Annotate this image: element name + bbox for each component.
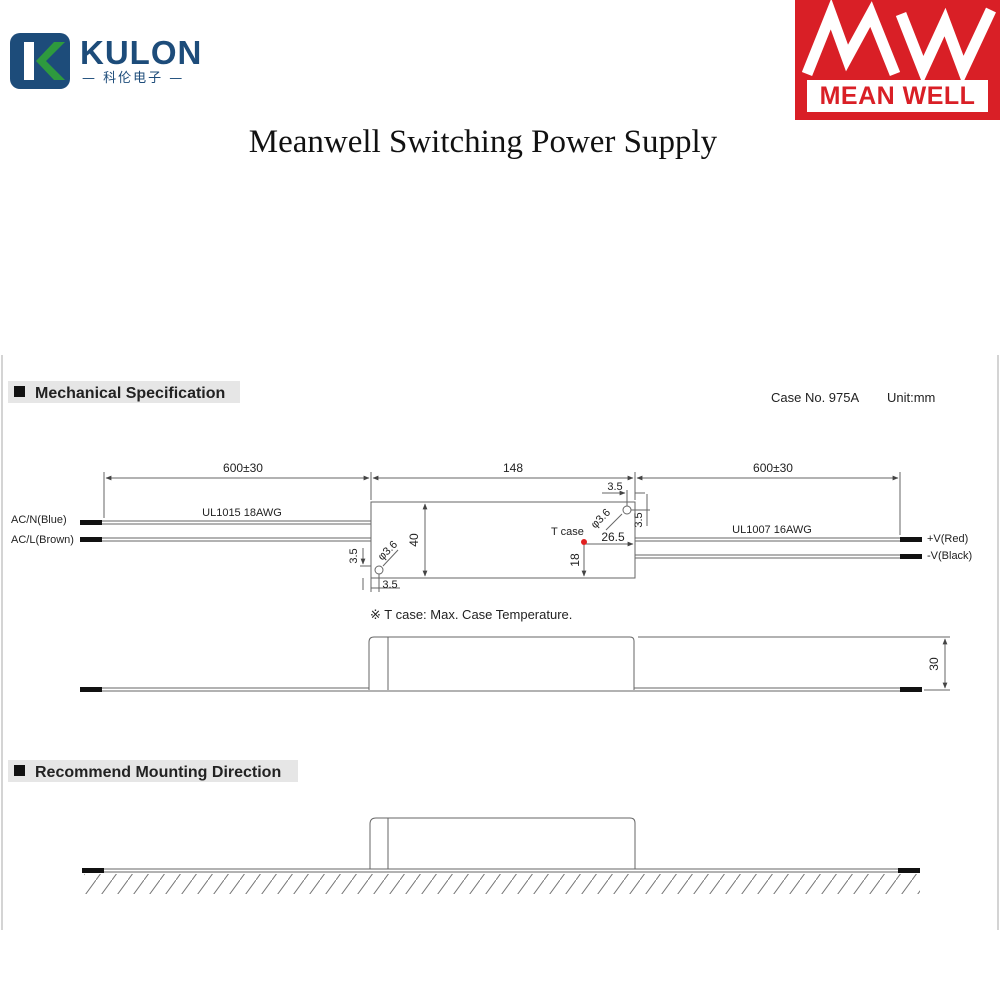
meanwell-name: MEAN WELL — [819, 82, 976, 110]
psu-body-side-view — [368, 636, 635, 690]
case-number: Case No. 975A — [771, 390, 859, 405]
mounting-surface-hatch — [84, 874, 920, 894]
wire-label-vpos: +V(Red) — [927, 533, 968, 545]
mech-spec-heading: Mechanical Specification — [8, 381, 240, 403]
dim-body-length-label: 148 — [503, 461, 523, 475]
dim-width-label: 40 — [407, 533, 421, 547]
meanwell-logo: MEAN WELL — [795, 0, 1000, 120]
psu-body-mounted — [369, 817, 636, 869]
dim-body-length — [372, 472, 636, 500]
dim-right-cable-label: 600±30 — [753, 461, 793, 475]
kulon-logo: KULON — 科伦电子 — — [10, 33, 203, 93]
dim-right-hole-side-label: 3.5 — [633, 512, 645, 527]
wire-tips — [80, 520, 922, 559]
mounting-hole-left — [374, 565, 384, 575]
mounting-heading: Recommend Mounting Direction — [8, 760, 298, 782]
dim-tcase — [581, 541, 634, 577]
dim-width — [415, 501, 435, 579]
top-view — [80, 501, 922, 579]
mechanical-drawing: Mechanical Specification Case No. 975A U… — [1, 355, 999, 930]
unit-label: Unit:mm — [887, 390, 935, 405]
dim-left-hole — [360, 548, 400, 592]
mounting-heading-text: Recommend Mounting Direction — [35, 764, 281, 781]
wire-label-acl: AC/L(Brown) — [11, 534, 74, 546]
mounting-view — [82, 817, 920, 873]
input-wire-type: UL1015 18AWG — [202, 507, 282, 519]
output-wire-type: UL1007 16AWG — [732, 524, 812, 536]
kulon-brand-subtitle: — 科伦电子 — — [82, 71, 185, 86]
tcase-dot — [581, 539, 587, 545]
dim-right-hole-top-label: 3.5 — [607, 481, 622, 493]
kulon-k-icon — [10, 33, 70, 89]
side-view — [80, 636, 950, 692]
dim-left-cable-label: 600±30 — [223, 461, 263, 475]
wire-label-acn: AC/N(Blue) — [11, 514, 67, 526]
dim-left-cable — [103, 472, 372, 518]
wire-label-vneg: -V(Black) — [927, 550, 972, 562]
mw-monogram-icon — [801, 0, 996, 80]
mech-spec-heading-text: Mechanical Specification — [35, 385, 225, 402]
dim-tcase-y-label: 18 — [568, 553, 582, 567]
dim-tcase-x-label: 26.5 — [601, 530, 625, 544]
dim-right-hole — [602, 490, 650, 531]
side-view-wire-tips — [80, 687, 922, 692]
page-title: Meanwell Switching Power Supply — [248, 124, 718, 160]
dim-left-hole-offset-label: 3.5 — [348, 548, 360, 563]
mounting-hole-right — [622, 505, 632, 515]
dim-right-hole-dia-label: φ3.6 — [589, 507, 613, 531]
psu-body-top-view — [370, 501, 636, 579]
tcase-label: T case — [551, 526, 584, 538]
dim-height-label: 30 — [927, 657, 941, 671]
meanwell-name-box: MEAN WELL — [807, 80, 988, 112]
tcase-note: ※ T case: Max. Case Temperature. — [370, 607, 572, 622]
dim-left-hole-bottom-label: 3.5 — [382, 579, 397, 591]
dim-left-hole-dia-label: φ3.6 — [376, 539, 400, 563]
dim-right-cable — [636, 472, 901, 535]
mounting-wire-tips — [82, 868, 920, 873]
kulon-brand-name: KULON — [80, 34, 203, 71]
